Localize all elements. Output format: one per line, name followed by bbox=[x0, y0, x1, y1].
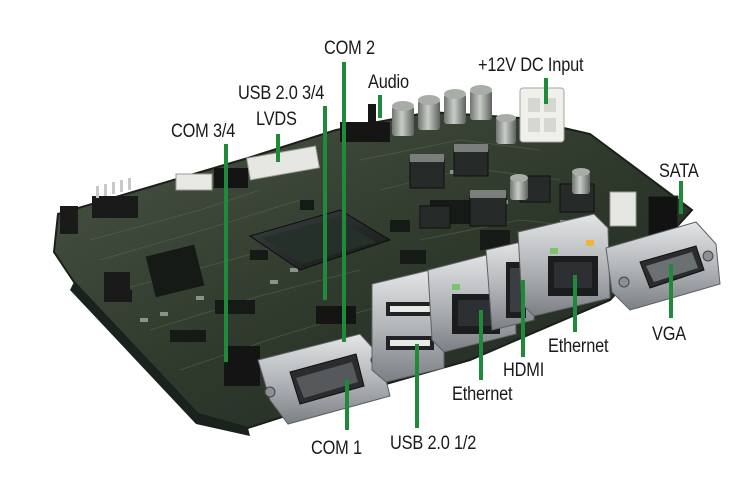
leader-lines bbox=[224, 62, 683, 430]
label-sata: SATA bbox=[659, 161, 699, 182]
label-dc-input: +12V DC Input bbox=[478, 55, 584, 76]
label-ethernet-right: Ethernet bbox=[548, 336, 609, 357]
label-vga: VGA bbox=[652, 324, 686, 345]
label-audio: Audio bbox=[368, 72, 409, 93]
label-usb34: USB 2.0 3/4 bbox=[238, 83, 325, 104]
label-com1: COM 1 bbox=[311, 438, 362, 459]
label-hdmi: HDMI bbox=[503, 360, 545, 381]
label-com2: COM 2 bbox=[324, 38, 375, 59]
label-lvds: LVDS bbox=[256, 109, 297, 130]
pcb-board bbox=[52, 85, 721, 436]
label-usb12: USB 2.0 1/2 bbox=[390, 433, 477, 454]
label-com34: COM 3/4 bbox=[171, 121, 236, 142]
label-ethernet-left: Ethernet bbox=[452, 384, 513, 405]
